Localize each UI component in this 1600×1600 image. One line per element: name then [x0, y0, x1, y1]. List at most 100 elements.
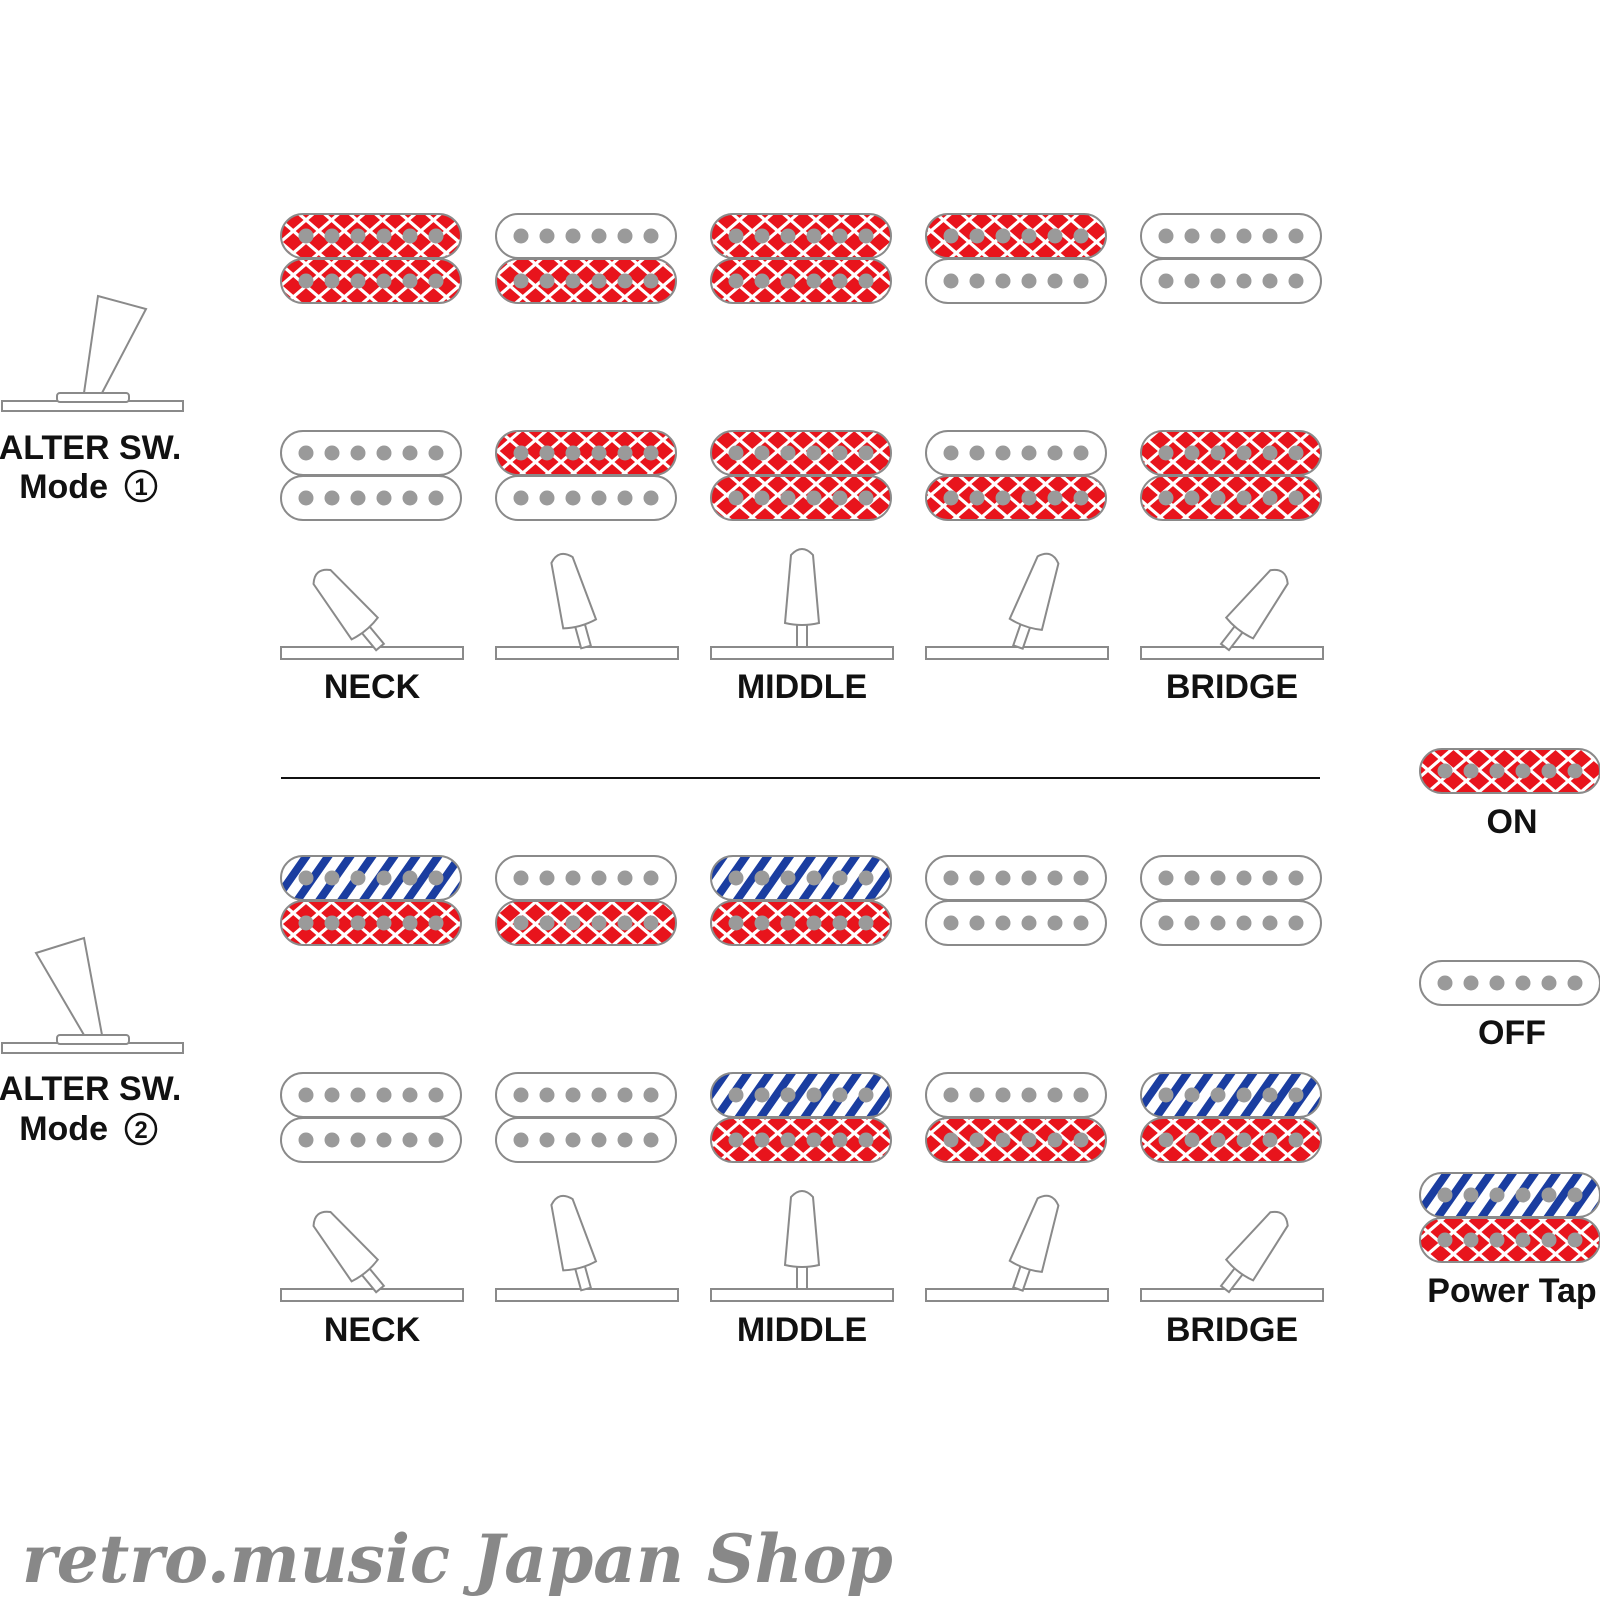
pole-piece	[754, 273, 770, 289]
coil-top	[1140, 213, 1322, 259]
pole-piece	[539, 228, 555, 244]
pole-piece	[995, 1132, 1011, 1148]
pole-piece	[324, 1087, 340, 1103]
position-4	[925, 855, 1109, 1302]
legend-label: OFF	[1478, 1014, 1546, 1052]
pole-piece	[643, 273, 659, 289]
coil-top	[925, 855, 1107, 901]
pole-piece	[754, 445, 770, 461]
mode-1-section: ALTER SW. Mode 1 NECK MIDDLE	[0, 213, 1324, 706]
pole-piece	[1184, 1087, 1200, 1103]
legend-symbol-power-tap	[1419, 1172, 1600, 1263]
lower-humbucker	[925, 1072, 1107, 1163]
pole-piece	[324, 870, 340, 886]
pole-piece	[1184, 1132, 1200, 1148]
lever-knob	[312, 1210, 380, 1283]
position-3-middle: MIDDLE	[710, 213, 894, 706]
pole-piece	[995, 870, 1011, 886]
position-label: NECK	[324, 668, 421, 706]
pole-piece	[995, 490, 1011, 506]
pole-piece	[402, 870, 418, 886]
pole-piece	[591, 915, 607, 931]
mode-number: 1	[134, 474, 147, 501]
coil-bottom	[495, 900, 677, 946]
pole-piece	[858, 445, 874, 461]
legend-coil-top	[1419, 1172, 1600, 1218]
coil-top	[925, 213, 1107, 259]
pole-piece	[298, 1087, 314, 1103]
pole-piece	[995, 273, 1011, 289]
pole-piece	[1073, 490, 1089, 506]
pole-piece	[1515, 1232, 1531, 1248]
lower-humbucker	[1140, 1072, 1322, 1163]
coil-top	[710, 213, 892, 259]
pole-piece	[591, 273, 607, 289]
pole-piece	[617, 870, 633, 886]
coil-top	[495, 855, 677, 901]
lower-humbucker	[710, 430, 892, 521]
legend-label: Power Tap	[1427, 1272, 1596, 1310]
pole-piece	[806, 273, 822, 289]
pole-piece	[376, 1132, 392, 1148]
coil-bottom	[280, 900, 462, 946]
coil-bottom	[1140, 900, 1322, 946]
pole-piece	[1236, 445, 1252, 461]
pole-piece	[806, 228, 822, 244]
pole-piece	[754, 1087, 770, 1103]
position-label: MIDDLE	[737, 1311, 867, 1349]
pole-piece	[995, 228, 1011, 244]
position-1-neck: NECK	[280, 213, 464, 706]
lever-knob	[1224, 568, 1289, 640]
pole-piece	[428, 273, 444, 289]
pole-piece	[1158, 915, 1174, 931]
pole-piece	[1158, 445, 1174, 461]
mode-number: 2	[134, 1117, 147, 1144]
legend-coil	[1419, 748, 1600, 794]
pole-piece	[943, 273, 959, 289]
pole-piece	[298, 1132, 314, 1148]
coil-bottom	[1140, 475, 1322, 521]
pole-piece	[1262, 273, 1278, 289]
lever-knob	[1008, 552, 1060, 631]
lever-knob	[1224, 1210, 1289, 1282]
pole-piece	[1288, 870, 1304, 886]
coil-bottom	[495, 258, 677, 304]
pole-piece	[995, 1087, 1011, 1103]
pole-piece	[565, 870, 581, 886]
pole-piece	[1210, 490, 1226, 506]
pole-piece	[643, 228, 659, 244]
pole-piece	[591, 1132, 607, 1148]
pole-piece	[943, 915, 959, 931]
pole-piece	[1541, 975, 1557, 991]
coil-bottom	[495, 1117, 677, 1163]
pole-piece	[539, 1132, 555, 1148]
lever-knob	[783, 1190, 821, 1268]
pole-piece	[780, 228, 796, 244]
pole-piece	[1073, 870, 1089, 886]
pole-piece	[565, 1087, 581, 1103]
pole-piece	[643, 870, 659, 886]
pole-piece	[565, 228, 581, 244]
pole-piece	[402, 273, 418, 289]
position-2	[495, 213, 679, 660]
pole-piece	[1437, 1232, 1453, 1248]
lower-humbucker	[280, 1072, 462, 1163]
pole-piece	[943, 870, 959, 886]
pole-piece	[780, 1087, 796, 1103]
coil-bottom	[495, 475, 677, 521]
mode-label: Mode	[19, 468, 108, 506]
pole-piece	[1210, 445, 1226, 461]
alter-switch-base	[56, 392, 130, 403]
coil-bottom	[1140, 1117, 1322, 1163]
mode-number-circle	[124, 469, 158, 503]
pole-piece	[513, 915, 529, 931]
pole-piece	[350, 445, 366, 461]
pole-piece	[324, 1132, 340, 1148]
pole-piece	[350, 870, 366, 886]
pole-piece	[1047, 1087, 1063, 1103]
upper-humbucker	[925, 213, 1107, 304]
pole-piece	[350, 915, 366, 931]
selector-lever-icon	[1140, 568, 1324, 660]
pole-piece	[1210, 228, 1226, 244]
